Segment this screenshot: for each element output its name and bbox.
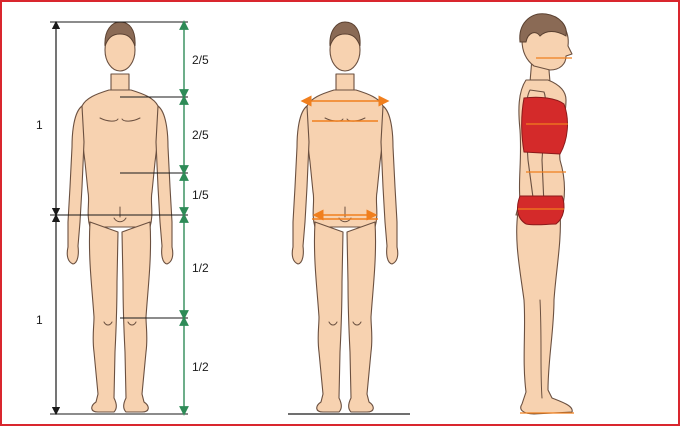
height-label-upper: 1 [36,118,43,132]
front-figure-proportions [67,22,173,412]
proportion-label-knee-floor: 1/2 [192,360,209,374]
swimsuit-top [522,97,568,154]
proportion-label-navel-crotch: 1/5 [192,188,209,202]
proportion-label-crotch-knee: 1/2 [192,261,209,275]
side-figure-swimwear [516,14,572,414]
proportion-label-chest-navel: 2/5 [192,128,209,142]
swimsuit-bottom [518,196,564,225]
proportion-label-head-chest: 2/5 [192,53,209,67]
height-label-lower: 1 [36,313,43,327]
front-figure-widths [288,22,410,414]
